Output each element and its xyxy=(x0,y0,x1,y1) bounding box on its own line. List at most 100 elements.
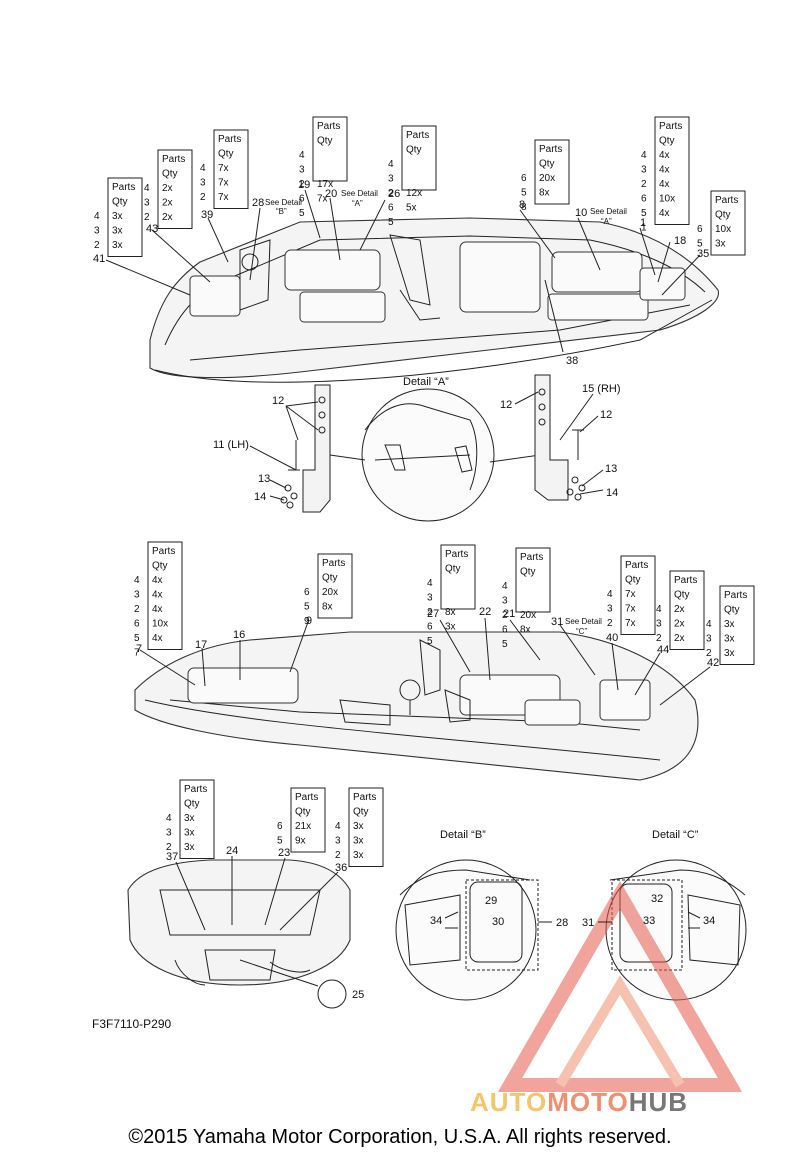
qty-table-header: Qty xyxy=(184,799,200,810)
qty-table-part-number: 2 xyxy=(335,850,341,861)
watermark-part-2: MOTO xyxy=(547,1087,629,1117)
qty-table-header: Qty xyxy=(625,575,641,586)
callout-28: 28 xyxy=(252,197,264,209)
qty-table-frame xyxy=(348,787,384,867)
qty-table-part-number: 4 xyxy=(335,821,341,832)
qty-table-part-number: 3 xyxy=(335,836,341,847)
qty-table-header: Parts xyxy=(520,552,543,563)
copyright-notice: ©2015 Yamaha Motor Corporation, U.S.A. A… xyxy=(128,1126,672,1148)
qty-table-part-number: 6 xyxy=(388,203,394,214)
detail-c-title: Detail “C” xyxy=(652,829,699,841)
qty-table-frame xyxy=(440,544,476,610)
qty-table-part-number: 4 xyxy=(502,581,508,592)
qty-table-part-number: 3 xyxy=(94,226,100,237)
qty-table-frame xyxy=(654,116,690,225)
qty-table-qty: 4x xyxy=(659,165,670,176)
qty-table-part-number: 2 xyxy=(94,240,100,251)
qty-table-frame xyxy=(401,125,437,191)
callout-24: 24 xyxy=(226,845,238,857)
qty-table-header: Parts xyxy=(184,784,207,795)
see-detail-20-ref: “A” xyxy=(352,199,363,208)
qty-table-qty: 7x xyxy=(317,194,328,205)
qty-table-qty: 4x xyxy=(659,179,670,190)
qty-table-part-number: 3 xyxy=(200,178,206,189)
qty-table-header: Qty xyxy=(218,149,234,160)
qty-table-header: Parts xyxy=(218,134,241,145)
qty-table-part-number: 4 xyxy=(200,163,206,174)
callout-43: 43 xyxy=(146,223,158,235)
qty-table-part-number: 2 xyxy=(607,618,613,629)
qty-table-qty: 7x xyxy=(625,589,636,600)
qty-table-header: Qty xyxy=(317,136,333,147)
callout-10: 10 xyxy=(575,207,587,219)
qty-table-header: Qty xyxy=(715,210,731,221)
qty-table-header: Parts xyxy=(295,792,318,803)
qty-table-qty: 4x xyxy=(152,575,163,586)
qty-table-qty: 7x xyxy=(625,618,636,629)
qty-table-header: Parts xyxy=(112,182,135,193)
qty-table-qty: 17x xyxy=(317,179,333,190)
watermark-part-1: AUTO xyxy=(470,1087,548,1117)
qty-table-part-number: 5 xyxy=(641,208,647,219)
callout-8: 8 xyxy=(519,199,525,211)
qty-table-qty: 4x xyxy=(152,604,163,615)
qty-table-qty: 8x xyxy=(520,625,531,636)
qty-table-qty: 8x xyxy=(322,602,333,613)
qty-table-part-number: 6 xyxy=(427,622,433,633)
qty-table-part-number: 2 xyxy=(427,607,433,618)
qty-table-header: Qty xyxy=(295,807,311,818)
qty-table-header: Qty xyxy=(659,136,675,147)
see-detail-10-ref: “A” xyxy=(601,217,612,226)
callout-40: 40 xyxy=(606,632,618,644)
qty-table-part-number: 6 xyxy=(502,625,508,636)
callout-30: 30 xyxy=(492,916,504,928)
qty-table-qty: 8x xyxy=(445,607,456,618)
callout-19: 19 xyxy=(298,179,310,191)
qty-table-qty: 10x xyxy=(152,619,168,630)
qty-table-part-number: 6 xyxy=(304,587,310,598)
qty-table-part-number: 4 xyxy=(144,183,150,194)
qty-table-part-number: 6 xyxy=(641,194,647,205)
callout-13-left: 13 xyxy=(258,473,270,485)
qty-table-header: Parts xyxy=(353,792,376,803)
leader-lines xyxy=(105,189,711,987)
qty-table-part-number: 2 xyxy=(166,842,172,853)
see-detail-28: See Detail xyxy=(265,198,302,207)
qty-table-frame xyxy=(669,570,705,650)
qty-table-qty: 3x xyxy=(724,648,735,659)
callout-7: 7 xyxy=(136,643,142,655)
qty-table-qty: 3x xyxy=(353,836,364,847)
qty-table-header: Qty xyxy=(539,159,555,170)
qty-table-qty: 3x xyxy=(112,226,123,237)
detail-b-title: Detail “B” xyxy=(440,829,486,841)
qty-table-qty: 4x xyxy=(152,590,163,601)
see-detail-20: See Detail xyxy=(341,189,378,198)
qty-table-frame xyxy=(213,129,249,209)
callout-27: 27 xyxy=(427,608,439,620)
detail-a-illustration xyxy=(280,374,586,522)
see-detail-28-ref: “B” xyxy=(276,207,287,216)
callout-16: 16 xyxy=(233,629,245,641)
qty-table-part-number: 2 xyxy=(641,179,647,190)
qty-table-qty: 2x xyxy=(162,183,173,194)
qty-table-part-number: 5 xyxy=(304,602,310,613)
qty-table-qty: 3x xyxy=(353,821,364,832)
diagram-code: F3F7110-P290 xyxy=(92,1017,171,1031)
qty-table-part-number: 5 xyxy=(697,239,703,250)
qty-table-qty: 2x xyxy=(674,633,685,644)
qty-table-header: Qty xyxy=(322,573,338,584)
qty-table-header: Qty xyxy=(724,605,740,616)
callout-42: 42 xyxy=(707,657,719,669)
callout-33: 33 xyxy=(643,915,655,927)
qty-table-part-number: 2 xyxy=(200,192,206,203)
callout-14-right: 14 xyxy=(606,487,618,499)
qty-table-header: Qty xyxy=(162,169,178,180)
qty-table-qty: 7x xyxy=(218,178,229,189)
qty-table-part-number: 2 xyxy=(134,604,140,615)
